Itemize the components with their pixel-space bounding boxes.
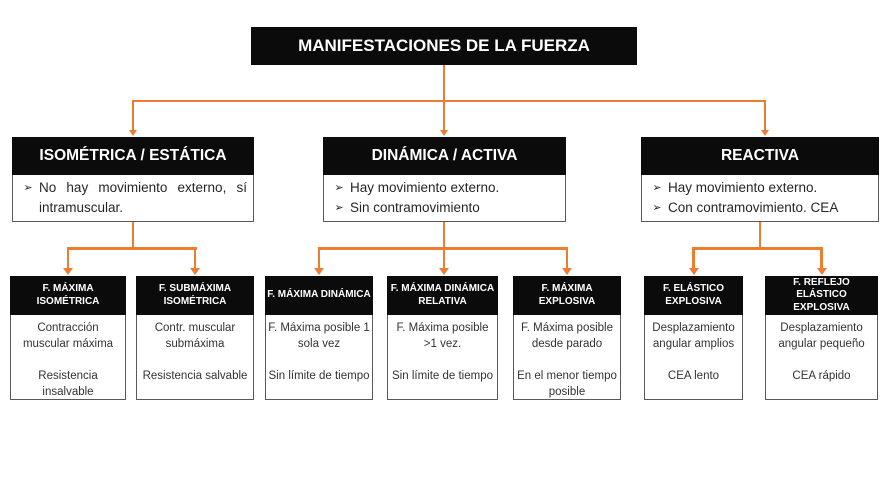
branch-dinamica-body: ➢ Hay movimiento externo. ➢ Sin contramo…	[323, 175, 566, 222]
leaf-header: F. MÁXIMA ISOMÉTRICA	[10, 276, 126, 315]
branch-isometrica-body: ➢ No hay movimiento externo, sí intramus…	[12, 175, 254, 222]
leaf-line: Desplazamiento angular amplios	[652, 322, 735, 350]
connector-line	[692, 247, 695, 268]
connector-line	[193, 247, 197, 268]
leaf-f-maxima-dinamica: F. MÁXIMA DINÁMICA F. Máxima posible 1 s…	[265, 276, 373, 400]
arrow-down-icon	[816, 268, 827, 275]
leaf-header: F. SUBMÁXIMA ISOMÉTRICA	[136, 276, 254, 315]
bullet-text: Sin contramovimiento	[350, 200, 480, 215]
bullet-text: No hay movimiento externo, sí intramuscu…	[39, 180, 247, 215]
leaf-line: F. Máxima posible desde parado	[520, 322, 614, 350]
bullet-text: Con contramovimiento. CEA	[668, 200, 839, 215]
leaf-body: Contr. muscular submáxima Resistencia sa…	[136, 315, 254, 400]
connector-line	[442, 247, 446, 268]
connector-line	[132, 100, 766, 102]
arrowhead-bullet-icon: ➢	[23, 182, 33, 194]
arrowhead-bullet-icon: ➢	[652, 202, 662, 214]
branch-reactiva: REACTIVA ➢ Hay movimiento externo. ➢ Con…	[641, 137, 879, 222]
connector-line	[820, 247, 823, 268]
leaf-body: F. Máxima posible >1 vez. Sin límite de …	[387, 315, 498, 400]
leaf-f-maxima-isometrica: F. MÁXIMA ISOMÉTRICA Contracción muscula…	[10, 276, 126, 400]
arrowhead-bullet-icon: ➢	[652, 182, 662, 194]
leaf-line: Resistencia insalvable	[38, 370, 98, 398]
leaf-body: Desplazamiento angular amplios CEA lento	[644, 315, 743, 400]
bullet-text: Hay movimiento externo.	[668, 180, 818, 195]
bullet-item: ➢ Con contramovimiento. CEA	[646, 198, 872, 218]
leaf-line: Sin límite de tiempo	[268, 370, 370, 382]
connector-line	[692, 247, 823, 250]
diagram-title: MANIFESTACIONES DE LA FUERZA	[251, 27, 637, 65]
connector-line	[66, 247, 70, 268]
leaf-body: F. Máxima posible desde parado En el men…	[513, 315, 621, 400]
branch-reactiva-body: ➢ Hay movimiento externo. ➢ Con contramo…	[641, 175, 879, 222]
arrow-down-icon	[63, 268, 73, 275]
leaf-header-label: F. MÁXIMA EXPLOSIVA	[538, 283, 596, 307]
bullet-item: ➢ Sin contramovimiento	[328, 198, 559, 218]
leaf-header-label: F. REFLEJO ELÁSTICO EXPLOSIVA	[793, 276, 850, 313]
arrow-down-icon	[439, 268, 449, 275]
leaf-line: Resistencia salvable	[142, 370, 248, 382]
arrowhead-bullet-icon: ➢	[334, 182, 344, 194]
arrow-down-icon	[129, 130, 137, 136]
leaf-line: CEA rápido	[792, 370, 851, 382]
branch-isometrica-header: ISOMÉTRICA / ESTÁTICA	[12, 137, 254, 175]
branch-isometrica-title: ISOMÉTRICA / ESTÁTICA	[39, 147, 227, 164]
connector-line	[764, 100, 766, 130]
branch-dinamica-title: DINÁMICA / ACTIVA	[371, 147, 518, 164]
leaf-header: F. ELÁSTICO EXPLOSIVA	[644, 276, 743, 315]
connector-line	[758, 222, 762, 249]
leaf-line: En el menor tiempo posible	[517, 370, 617, 398]
leaf-header-label: F. MÁXIMA DINÁMICA RELATIVA	[390, 283, 495, 307]
arrowhead-bullet-icon: ➢	[334, 202, 344, 214]
branch-reactiva-header: REACTIVA	[641, 137, 879, 175]
connector-line	[131, 222, 135, 249]
leaf-line: Contracción muscular máxima	[22, 322, 114, 350]
bullet-item: ➢ Hay movimiento externo.	[328, 178, 559, 198]
leaf-f-elastico-explosiva: F. ELÁSTICO EXPLOSIVA Desplazamiento ang…	[644, 276, 743, 400]
leaf-line: F. Máxima posible >1 vez.	[396, 322, 489, 350]
bullet-item: ➢ Hay movimiento externo.	[646, 178, 872, 198]
branch-isometrica: ISOMÉTRICA / ESTÁTICA ➢ No hay movimient…	[12, 137, 254, 222]
leaf-f-maxima-dinamica-relativa: F. MÁXIMA DINÁMICA RELATIVA F. Máxima po…	[387, 276, 498, 400]
leaf-header: F. MÁXIMA DINÁMICA	[265, 276, 373, 315]
branch-dinamica-header: DINÁMICA / ACTIVA	[323, 137, 566, 175]
leaf-f-maxima-explosiva: F. MÁXIMA EXPLOSIVA F. Máxima posible de…	[513, 276, 621, 400]
leaf-f-reflejo-elastico-explosiva: F. REFLEJO ELÁSTICO EXPLOSIVA Desplazami…	[765, 276, 878, 400]
leaf-body: F. Máxima posible 1 sola vez Sin límite …	[265, 315, 373, 400]
branch-dinamica: DINÁMICA / ACTIVA ➢ Hay movimiento exter…	[323, 137, 566, 222]
arrow-down-icon	[562, 268, 572, 275]
leaf-header-label: F. MÁXIMA DINÁMICA	[267, 289, 371, 301]
arrow-down-icon	[440, 130, 448, 136]
leaf-header: F. MÁXIMA DINÁMICA RELATIVA	[387, 276, 498, 315]
arrow-down-icon	[688, 268, 699, 275]
leaf-header-label: F. ELÁSTICO EXPLOSIVA	[662, 283, 725, 307]
connector-line	[66, 247, 197, 250]
leaf-body: Desplazamiento angular pequeño CEA rápid…	[765, 315, 878, 400]
leaf-line: F. Máxima posible 1 sola vez	[268, 322, 370, 350]
branch-reactiva-title: REACTIVA	[720, 147, 800, 164]
leaf-header: F. MÁXIMA EXPLOSIVA	[513, 276, 621, 315]
leaf-header-label: F. SUBMÁXIMA ISOMÉTRICA	[158, 283, 232, 307]
leaf-line: Contr. muscular submáxima	[154, 322, 236, 350]
connector-line	[442, 222, 446, 249]
connector-line	[317, 247, 321, 268]
leaf-line: CEA lento	[667, 370, 720, 382]
arrow-down-icon	[761, 130, 769, 136]
connector-line	[132, 100, 134, 130]
connector-line	[443, 65, 445, 130]
leaf-header: F. REFLEJO ELÁSTICO EXPLOSIVA	[765, 276, 878, 315]
bullet-item: ➢ No hay movimiento externo, sí intramus…	[17, 178, 247, 218]
leaf-body: Contracción muscular máxima Resistencia …	[10, 315, 126, 400]
leaf-header-label: F. MÁXIMA ISOMÉTRICA	[36, 283, 100, 307]
arrow-down-icon	[314, 268, 324, 275]
connector-line	[565, 247, 569, 268]
leaf-line: Desplazamiento angular pequeño	[778, 322, 865, 350]
leaf-f-submaxima-isometrica: F. SUBMÁXIMA ISOMÉTRICA Contr. muscular …	[136, 276, 254, 400]
diagram-title-label: MANIFESTACIONES DE LA FUERZA	[298, 36, 590, 55]
arrow-down-icon	[190, 268, 200, 275]
bullet-text: Hay movimiento externo.	[350, 180, 500, 195]
leaf-line: Sin límite de tiempo	[392, 370, 493, 382]
